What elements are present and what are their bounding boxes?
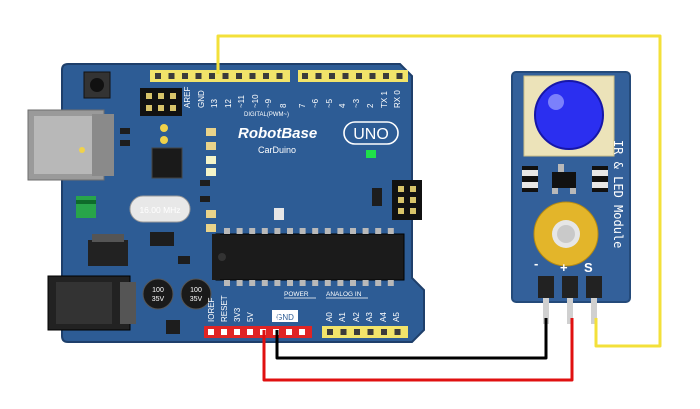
usb-chip <box>151 147 183 179</box>
top-pin-label: ~3 <box>352 98 361 108</box>
top-pin-label: RX 0 <box>393 90 402 108</box>
top-pin-label: ~10 <box>251 94 260 108</box>
digital-header <box>150 70 408 82</box>
cap-2-voltage: 35V <box>190 296 203 303</box>
top-pin-label: TX 1 <box>380 91 389 108</box>
top-pin-label: ~9 <box>264 98 273 108</box>
bottom-pin-labels: IOREF RESET 3V3 5V Vin A0 A1 A2 A3 A4 A5 <box>207 295 401 322</box>
arduino-board: 16.00 MHz 100 35V 100 35V <box>27 63 425 343</box>
dc-jack <box>47 275 136 331</box>
module-pin-label-signal: S <box>584 260 593 275</box>
capacitor-2: 100 35V <box>180 278 212 310</box>
top-pin-label: 2 <box>366 103 375 108</box>
bottom-pin-label: 5V <box>246 312 255 322</box>
mounting-pads <box>79 124 168 153</box>
bottom-pin-label: 3V3 <box>233 307 242 322</box>
bottom-pin-label: A1 <box>338 312 347 322</box>
wire-signal-yellow <box>216 34 662 348</box>
cap-1-voltage: 35V <box>152 296 165 303</box>
smd-resistors <box>206 128 216 232</box>
crystal-oscillator: 16.00 MHz <box>129 195 191 223</box>
bottom-pin-label: IOREF <box>207 297 216 322</box>
top-pin-label: GND <box>197 90 206 108</box>
module-header <box>538 276 602 324</box>
bottom-pin-label: RESET <box>220 295 229 322</box>
ir-receiver <box>533 201 599 267</box>
bottom-pin-label: A5 <box>392 312 401 322</box>
capacitor-1: 100 35V <box>142 278 174 310</box>
usb-connector <box>27 109 114 181</box>
bottom-pin-label: A3 <box>365 312 374 322</box>
top-pin-label: 4 <box>338 103 347 108</box>
top-pin-label: 13 <box>210 99 219 108</box>
bottom-pin-label: A4 <box>379 312 388 322</box>
atmega-chip <box>212 228 405 286</box>
top-pin-labels: AREF GND 13 12 ~11 ~10 ~9 8 7 ~6 ~5 4 ~3 2 TX 1 RX 0 <box>183 87 402 108</box>
blue-led <box>523 75 615 157</box>
board-brand: RobotBase <box>238 125 317 142</box>
svg-text:UNO: UNO <box>353 126 389 143</box>
gnd-highlight-label: GND <box>276 313 294 322</box>
power-led <box>366 150 376 158</box>
top-pin-label: 12 <box>224 99 233 108</box>
analog-label: ANALOG IN <box>326 291 362 298</box>
ir-led-module: IR & LED Module - + S <box>511 71 631 324</box>
bottom-pin-label: A0 <box>325 312 334 322</box>
top-pin-label: 8 <box>279 103 288 108</box>
bottom-pin-label: A2 <box>352 312 361 322</box>
power-header: GND <box>204 310 312 338</box>
cap-2-value: 100 <box>190 287 202 294</box>
icsp-header-top <box>140 88 182 116</box>
reset-button <box>83 71 111 99</box>
voltage-regulator <box>88 234 128 266</box>
wires <box>216 34 662 382</box>
digital-header-label: DIGITAL(PWM~) <box>244 112 289 118</box>
wire-gnd-black <box>275 318 548 360</box>
wire-vcc-red <box>262 318 574 382</box>
crystal-label: 16.00 MHz <box>139 205 180 215</box>
onboard-leds <box>206 156 216 176</box>
top-pin-label: AREF <box>183 87 192 108</box>
smd-parts <box>120 128 382 334</box>
bottom-pin-label: Vin <box>272 311 281 322</box>
green-component <box>76 196 96 218</box>
icsp-header-right <box>392 180 422 220</box>
uno-badge: UNO <box>343 121 399 145</box>
top-pin-label: 7 <box>298 103 307 108</box>
module-pin-label-vcc: + <box>560 260 568 275</box>
cap-1-value: 100 <box>152 287 164 294</box>
module-smd-parts <box>522 164 608 194</box>
module-title: IR & LED Module <box>611 140 625 248</box>
power-label: POWER <box>284 291 309 298</box>
top-pin-label: ~11 <box>237 94 246 108</box>
module-pin-label-gnd: - <box>534 256 538 271</box>
top-pin-label: ~6 <box>311 98 320 108</box>
top-pin-label: ~5 <box>325 98 334 108</box>
board-model: CarDuino <box>258 145 296 155</box>
